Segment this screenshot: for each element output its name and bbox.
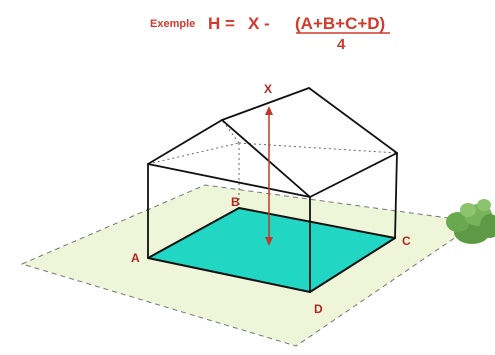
formula-denominator: 4	[337, 36, 346, 53]
label-a: A	[131, 251, 140, 265]
formula-numerator: (A+B+C+D)	[295, 14, 385, 33]
formula-lhs: H =	[208, 14, 235, 33]
height-arrow	[265, 106, 273, 246]
hidden-edges	[147, 119, 398, 208]
label-c: C	[402, 234, 411, 248]
formula: Exemple H = X - (A+B+C+D) 4	[150, 14, 390, 53]
label-d: D	[314, 302, 323, 316]
house-wireframe	[147, 87, 398, 293]
label-b: B	[231, 195, 240, 209]
formula-x-term: X -	[248, 14, 270, 33]
bush-icon	[446, 199, 495, 244]
label-x: X	[264, 82, 272, 96]
formula-prefix: Exemple	[150, 18, 195, 30]
